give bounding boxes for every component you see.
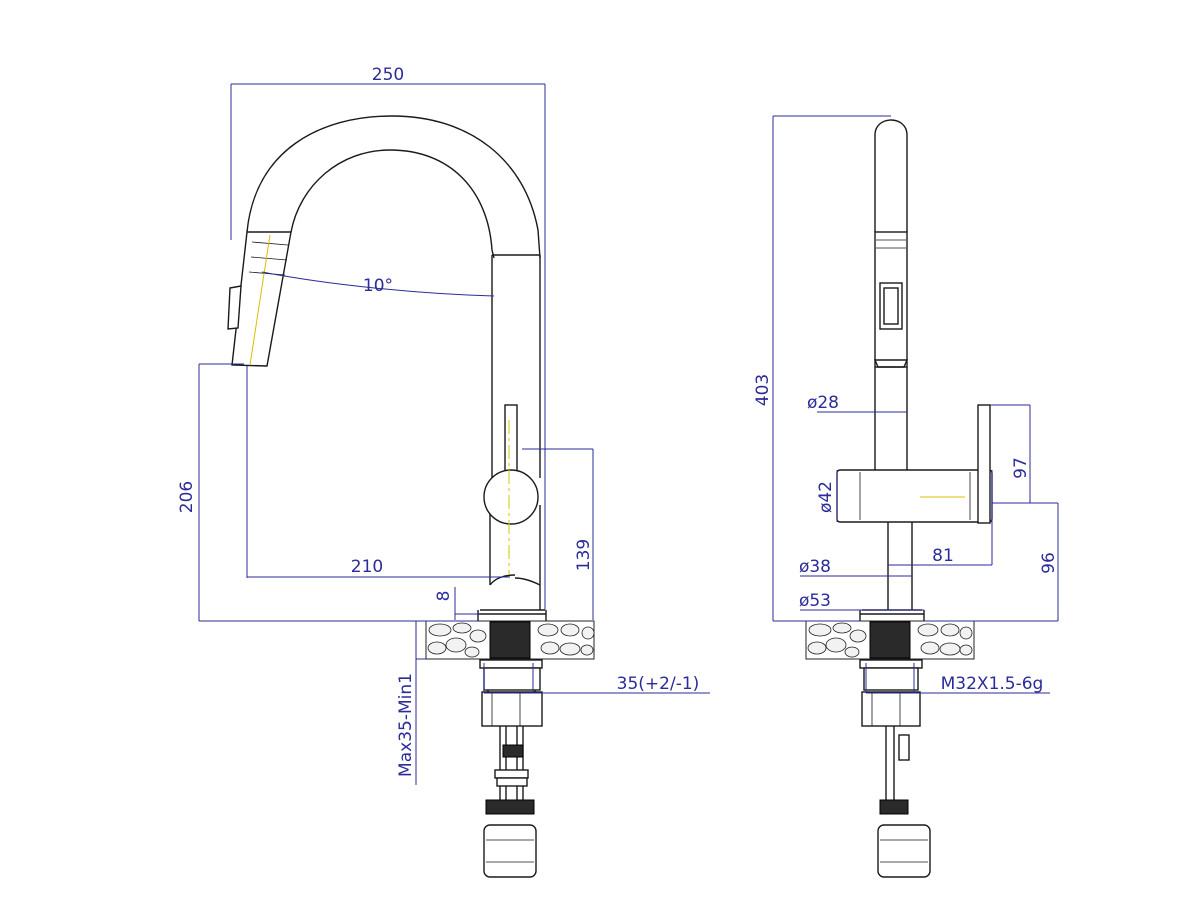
lever-front: [977, 404, 991, 524]
lever-handle: [504, 404, 518, 478]
fixing-assembly-front: [859, 659, 931, 878]
countertop-side: [425, 620, 595, 660]
mounting-thread-front: [869, 621, 911, 659]
spout-outer: [246, 115, 541, 259]
dim-spout-height: 206: [177, 481, 197, 513]
dim-diameter-38: ø38: [799, 557, 831, 577]
dim-counter-thickness: Max35-Min1: [396, 673, 416, 777]
dim-lever-97: 97: [1011, 457, 1031, 479]
mounting-thread-side: [489, 621, 531, 659]
dim-lever-81: 81: [932, 546, 954, 566]
dim-diameter-28: ø28: [807, 393, 839, 413]
side-view: 250 10° 206 210 8 139 35(+2/-1) Max35-Mi…: [177, 65, 710, 878]
dim-thread: M32X1.5-6g: [941, 674, 1044, 694]
dim-total-height: 403: [753, 374, 773, 406]
spout-front: [874, 119, 908, 232]
dim-reach: 210: [351, 557, 383, 577]
dim-body-96: 96: [1039, 552, 1059, 574]
dim-base-offset: 8: [434, 591, 454, 602]
countertop-front: [805, 620, 975, 660]
spout-inner: [290, 149, 495, 259]
dim-width: 250: [372, 65, 404, 85]
dim-lever-height: 139: [574, 539, 594, 571]
spray-head: [227, 231, 292, 367]
lever-cartridge: [483, 469, 539, 525]
dim-diameter-42: ø42: [816, 481, 836, 513]
fixing-assembly-side: [479, 659, 543, 878]
spray-button: [227, 285, 242, 330]
dim-thread-length: 35(+2/-1): [617, 674, 700, 694]
dim-angle: 10°: [363, 276, 393, 296]
dim-diameter-53: ø53: [799, 591, 831, 611]
front-view: 403 ø28 ø42 97 81 96 ø38 ø53 M32X1.5-6g: [753, 115, 1059, 878]
